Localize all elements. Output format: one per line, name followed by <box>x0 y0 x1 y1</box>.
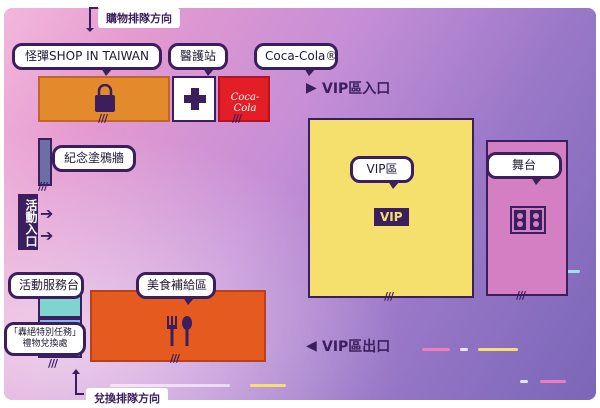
vip-area-label[interactable]: VIP區 <box>350 156 414 189</box>
decorative-dash <box>540 380 566 383</box>
graffiti-label[interactable]: 紀念塗鴉牆 <box>52 145 136 172</box>
arrow-right-icon: ➔ <box>40 226 54 245</box>
arrow-right-icon: ➔ <box>40 204 54 223</box>
arrow-right-icon: ▶ <box>306 80 317 96</box>
shopping-bag-icon <box>95 84 115 112</box>
redeem-label-line1: 「轟絕特別任務」 <box>9 328 82 338</box>
cross-icon <box>184 88 206 110</box>
arrow-left-icon: ◀ <box>306 338 317 354</box>
cocacola-logo: Coca-Cola <box>230 92 260 114</box>
entrance-label: 活動入口 <box>18 194 38 250</box>
buy-direction-arrow <box>86 7 98 32</box>
vip-exit-label: VIP區出口 <box>322 339 391 355</box>
shop-label[interactable]: 怪彈SHOP IN TAIWAN <box>12 43 162 76</box>
shop-area[interactable] <box>38 76 170 122</box>
vip-entry-label: VIP區入口 <box>322 81 391 97</box>
vip-badge: VIP <box>374 208 409 226</box>
food-area[interactable] <box>90 290 266 362</box>
cocacola-booth[interactable]: Coca-Cola <box>218 76 270 122</box>
decorative-dash <box>460 348 468 351</box>
buy-direction-label: 購物排隊方向 <box>98 8 180 28</box>
hatch-mark: /// <box>98 112 108 125</box>
medical-label[interactable]: 醫護站 <box>168 43 228 76</box>
hatch-mark: /// <box>170 352 180 365</box>
graffiti-wall[interactable] <box>38 138 52 186</box>
decorative-dash <box>422 348 450 351</box>
decorative-dash <box>520 380 528 383</box>
cocacola-label[interactable]: Coca-Cola® <box>254 43 338 76</box>
hatch-mark: /// <box>48 357 58 370</box>
hatch-mark: /// <box>38 180 48 193</box>
medical-station[interactable] <box>172 76 216 122</box>
decorative-dash <box>560 270 580 273</box>
fork-spoon-icon <box>167 316 192 346</box>
redeem-direction-arrow <box>72 369 84 395</box>
redeem-label[interactable]: 「轟絕特別任務」 禮物兌換處 <box>4 322 86 356</box>
redeem-direction-label: 兌換排隊方向 <box>86 388 168 408</box>
decorative-dash <box>110 384 230 387</box>
food-label[interactable]: 美食補給區 <box>136 272 216 305</box>
hatch-mark: /// <box>232 112 242 125</box>
stage-label[interactable]: 舞台 <box>486 152 562 185</box>
vip-area[interactable]: VIP <box>308 118 474 298</box>
hatch-mark: /// <box>516 289 526 302</box>
redeem-label-line2: 禮物兌換處 <box>22 339 68 349</box>
decorative-dash <box>250 384 286 387</box>
decorative-dash <box>478 348 518 351</box>
service-label[interactable]: 活動服務台 <box>8 272 84 299</box>
hatch-mark: /// <box>384 290 394 303</box>
speaker-icon <box>510 206 546 234</box>
